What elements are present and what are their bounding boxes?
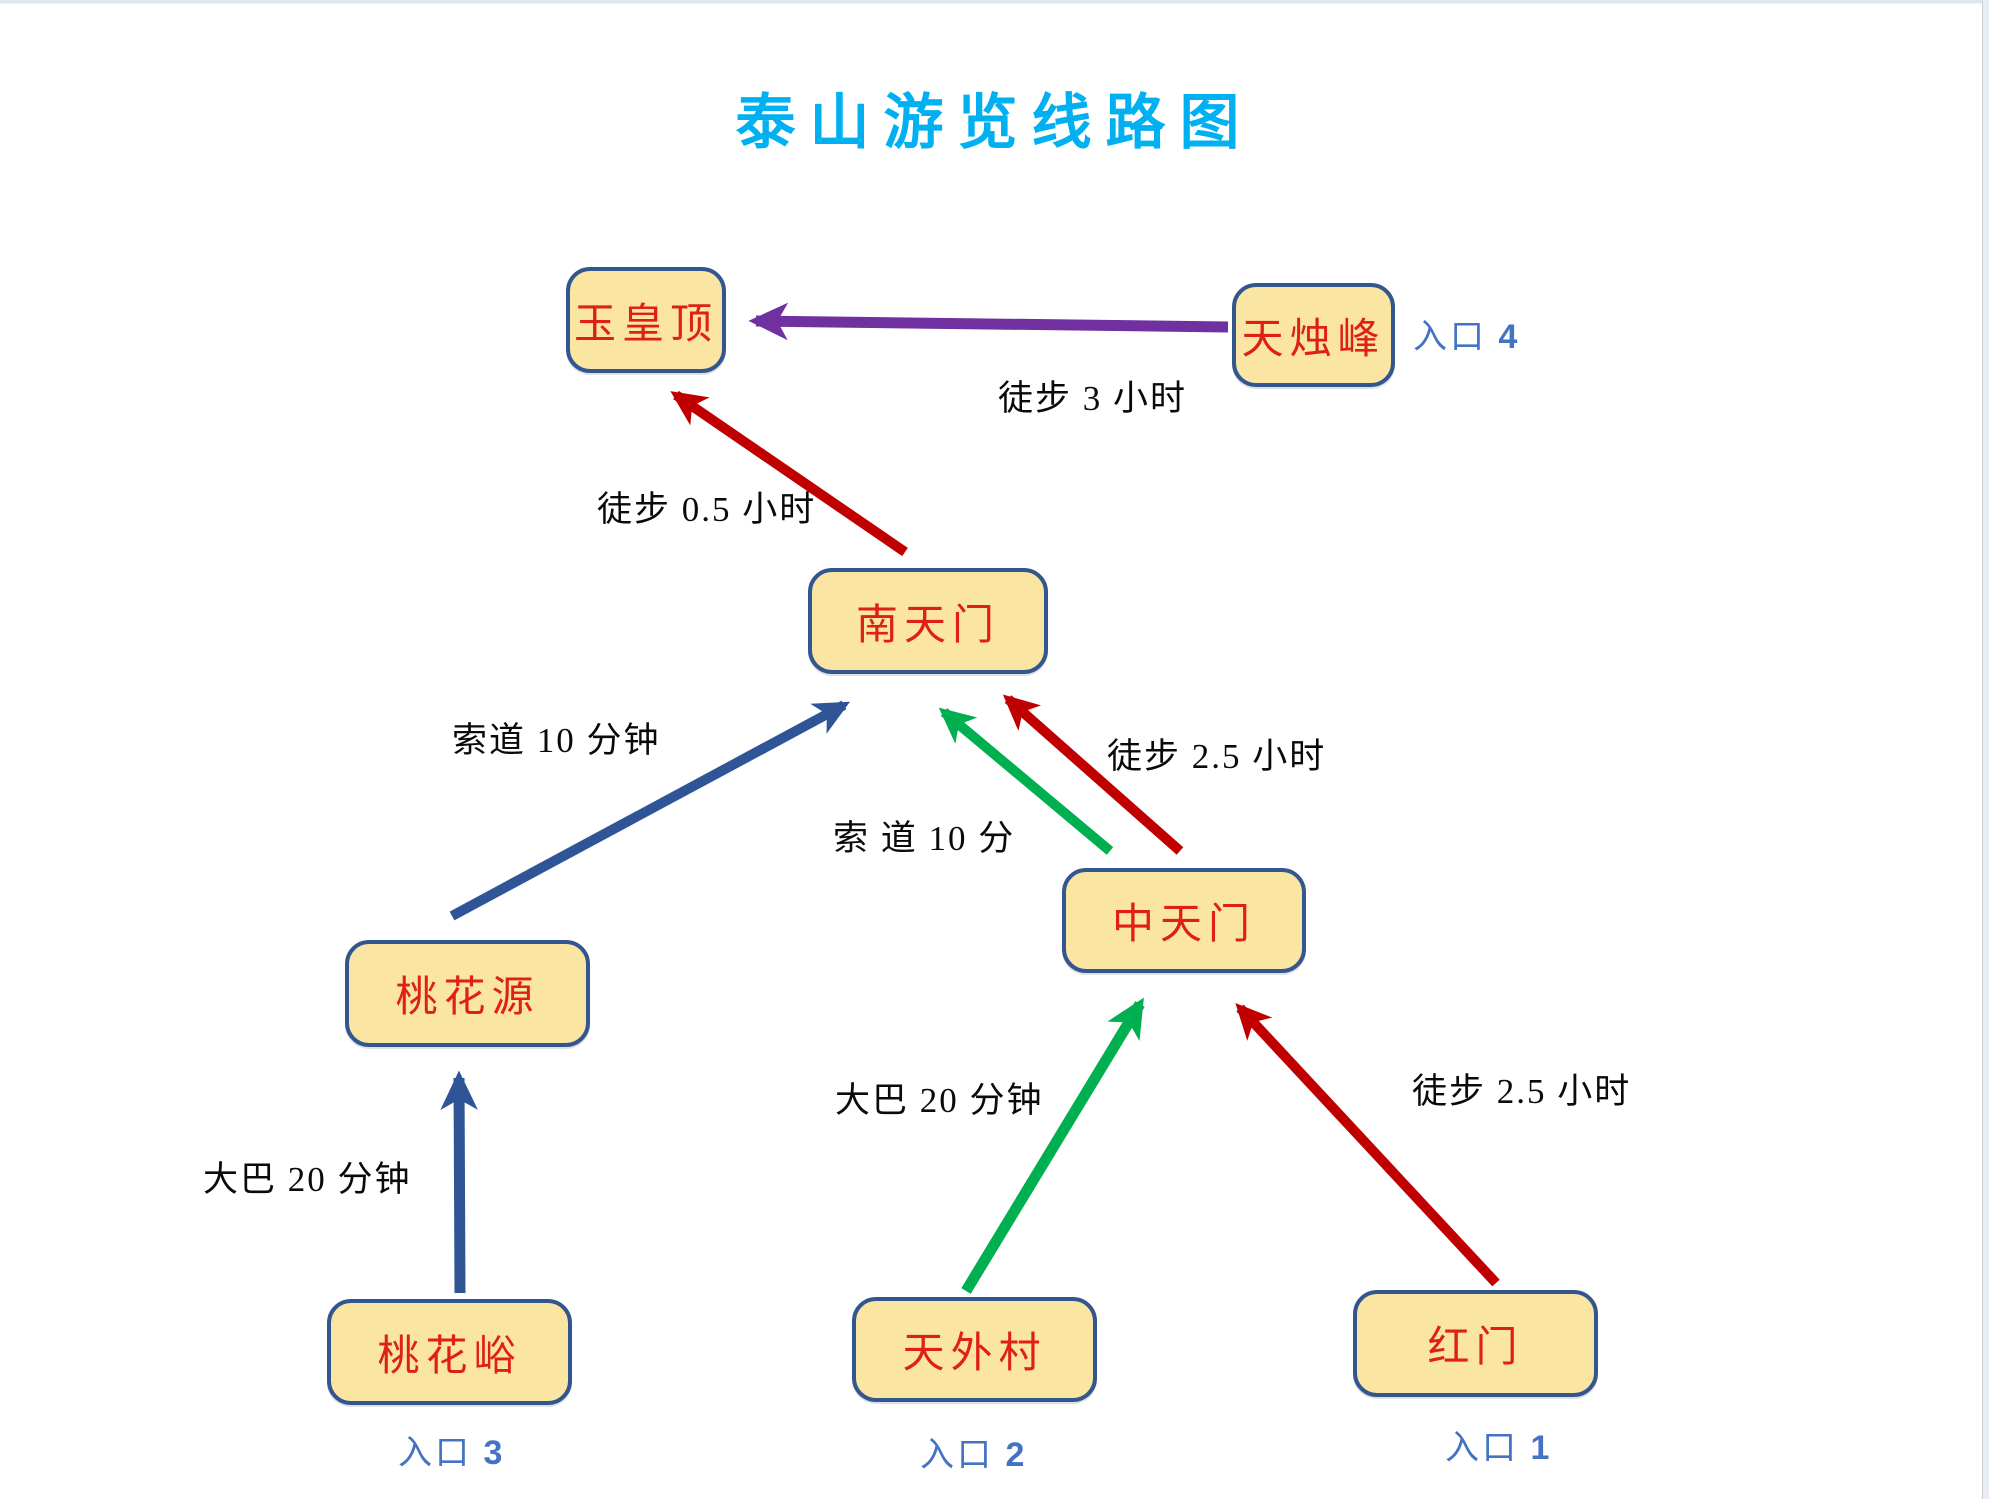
node-yuhuangding-label: 玉皇顶 bbox=[573, 301, 718, 348]
entrance-2-text: 入口 bbox=[920, 1437, 994, 1474]
node-taohuayuan-label: 桃花源 bbox=[395, 975, 540, 1021]
entrance-3-number: 3 bbox=[483, 1434, 506, 1472]
edge-label-hike-3h: 徒步 3 小时 bbox=[998, 379, 1188, 418]
edge-label-hike-0-5h: 徒步 0.5 小时 bbox=[597, 490, 817, 529]
node-tianwaicun-label: 天外村 bbox=[902, 1331, 1047, 1377]
node-yuhuangding: 玉皇顶 bbox=[566, 267, 726, 373]
arrow-taohuayuan-to-nantianmen bbox=[449, 700, 851, 921]
entrance-4-label: 入口 4 bbox=[1413, 309, 1520, 358]
node-tianwaicun: 天外村 bbox=[852, 1297, 1097, 1402]
arrow-tianwaicun-to-zhongtianmen bbox=[961, 997, 1145, 1294]
node-taohuayuan: 桃花源 bbox=[345, 940, 590, 1047]
edge-label-bus-20min-mid: 大巴 20 分钟 bbox=[835, 1081, 1044, 1120]
node-zhongtianmen: 中天门 bbox=[1062, 868, 1306, 973]
node-taohuayu-label: 桃花峪 bbox=[377, 1333, 522, 1380]
entrance-3-label: 入口 3 bbox=[398, 1425, 505, 1474]
page-title: 泰山游览线路图 bbox=[735, 90, 1254, 156]
entrance-3-text: 入口 bbox=[398, 1435, 472, 1472]
node-zhongtianmen-label: 中天门 bbox=[1111, 902, 1256, 948]
node-hongmen: 红门 bbox=[1353, 1290, 1598, 1397]
page-edge-right bbox=[1982, 0, 1989, 1499]
arrow-tianzhufeng-to-yuhuangding bbox=[748, 302, 1229, 341]
arrow-nantianmen-to-yuhuangding bbox=[670, 390, 908, 557]
arrow-taohuayu-to-taohuayuan bbox=[440, 1070, 478, 1294]
node-tianzhufeng: 天烛峰 bbox=[1232, 283, 1395, 387]
node-nantianmen: 南天门 bbox=[808, 568, 1048, 674]
arrow-zhongtianmen-to-nantianmen-cableway bbox=[938, 707, 1114, 855]
edge-label-cableway-10: 索 道 10 分 bbox=[833, 819, 1016, 858]
page-edge-top bbox=[0, 0, 1989, 4]
node-tianzhufeng-label: 天烛峰 bbox=[1241, 316, 1386, 363]
entrance-1-label: 入口 1 bbox=[1445, 1420, 1552, 1469]
entrance-4-number: 4 bbox=[1498, 318, 1521, 356]
node-hongmen-label: 红门 bbox=[1427, 1325, 1524, 1371]
entrance-4-text: 入口 bbox=[1413, 319, 1487, 356]
arrow-zhongtianmen-to-nantianmen-hike bbox=[1002, 694, 1184, 855]
entrance-1-number: 1 bbox=[1530, 1429, 1553, 1467]
edge-label-cableway-10min: 索道 10 分钟 bbox=[452, 721, 661, 760]
edge-label-hike-2-5h-right: 徒步 2.5 小时 bbox=[1412, 1072, 1632, 1111]
entrance-2-label: 入口 2 bbox=[920, 1427, 1027, 1476]
arrow-hongmen-to-zhongtianmen bbox=[1235, 1002, 1500, 1287]
entrance-2-number: 2 bbox=[1005, 1436, 1028, 1474]
edge-label-bus-20min-left: 大巴 20 分钟 bbox=[203, 1160, 412, 1199]
node-taohuayu: 桃花峪 bbox=[327, 1299, 572, 1405]
entrance-1-text: 入口 bbox=[1445, 1430, 1519, 1467]
node-nantianmen-label: 南天门 bbox=[855, 602, 1000, 649]
edge-label-hike-2-5h-upper: 徒步 2.5 小时 bbox=[1107, 737, 1327, 776]
